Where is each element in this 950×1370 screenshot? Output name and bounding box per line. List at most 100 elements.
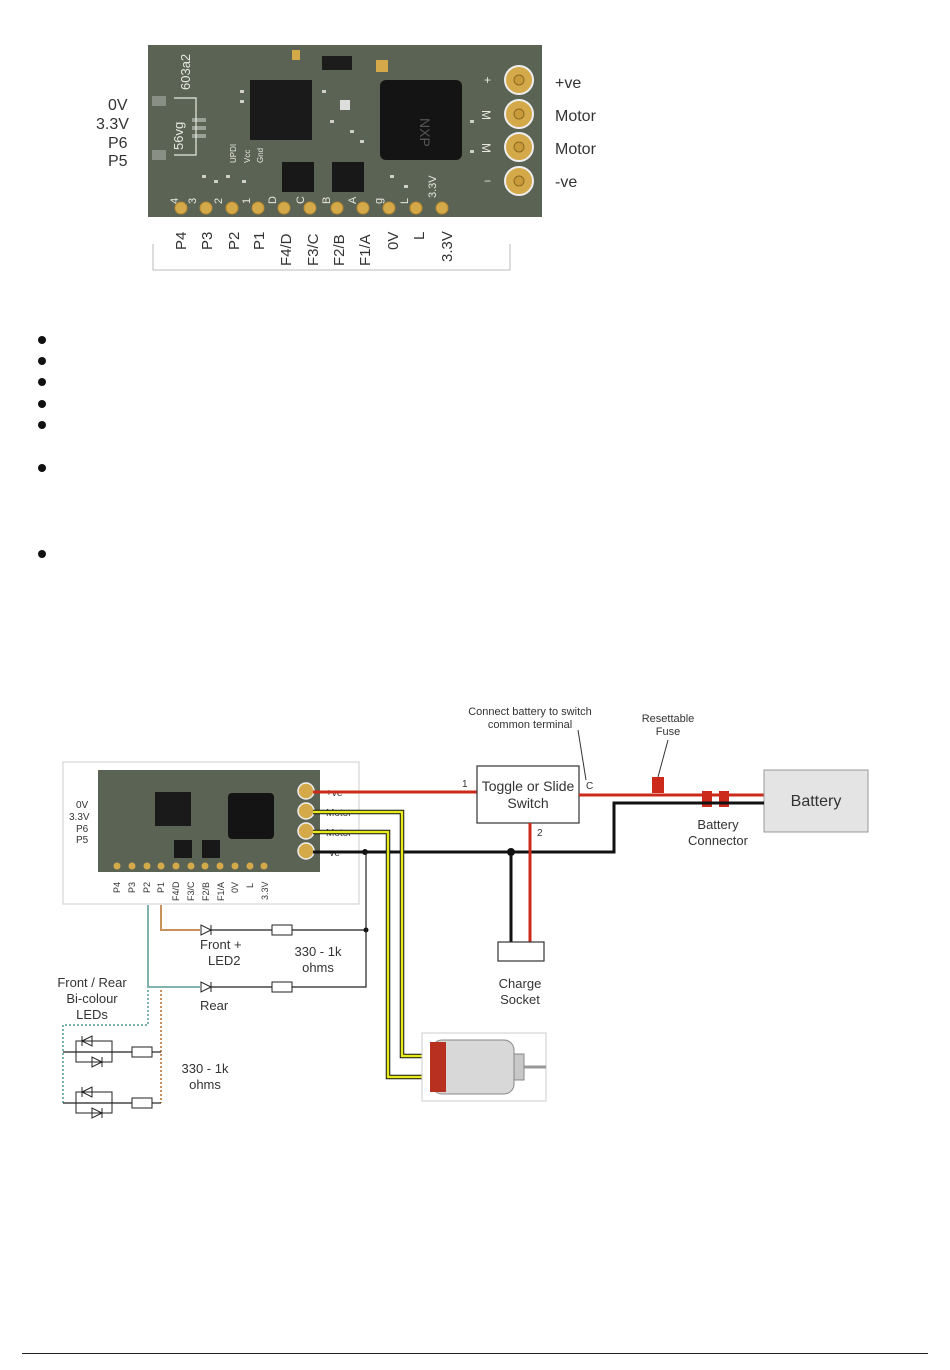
silk-logo: NXP — [417, 118, 433, 147]
svg-text:4: 4 — [169, 198, 181, 204]
svg-text:Vcc: Vcc — [243, 150, 252, 163]
svg-text:0V: 0V — [230, 882, 240, 893]
svg-text:Bi-colour: Bi-colour — [66, 991, 118, 1006]
svg-text:P3: P3 — [199, 232, 216, 250]
motor-label-minus: -ve — [555, 174, 577, 191]
charge-socket — [497, 941, 545, 962]
svg-text:1: 1 — [462, 779, 468, 790]
svg-text:F3/C: F3/C — [186, 881, 196, 901]
svg-text:+: + — [484, 73, 491, 87]
bicolour-led-2 — [63, 1086, 161, 1119]
bullet-7 — [38, 550, 46, 558]
svg-text:ohms: ohms — [189, 1077, 221, 1092]
svg-text:3.3V: 3.3V — [427, 175, 439, 198]
svg-text:1: 1 — [241, 198, 253, 204]
svg-text:P3: P3 — [127, 882, 137, 893]
pad-labels: P4 P3 P2 P1 F4/D F3/C F2/B F1/A 0V L 3.3… — [173, 231, 456, 266]
bullet-2 — [38, 357, 46, 365]
svg-text:Gnd: Gnd — [256, 148, 265, 163]
svg-text:Battery: Battery — [791, 793, 842, 810]
bullet-3 — [38, 378, 46, 386]
svg-text:A: A — [347, 196, 359, 204]
fuse — [652, 777, 664, 793]
svg-text:F4/D: F4/D — [278, 233, 295, 266]
svg-text:UPDI: UPDI — [229, 144, 238, 163]
svg-text:L: L — [399, 198, 411, 204]
svg-text:3.3V: 3.3V — [260, 881, 270, 900]
svg-text:Rear: Rear — [200, 998, 229, 1013]
svg-text:D: D — [267, 196, 279, 204]
svg-text:−: − — [484, 174, 491, 188]
svg-text:0V: 0V — [76, 800, 89, 811]
battery-connector — [702, 791, 712, 807]
svg-text:C: C — [295, 196, 307, 204]
svg-text:P1: P1 — [156, 882, 166, 893]
svg-text:LED2: LED2 — [208, 953, 241, 968]
svg-text:Fuse: Fuse — [656, 726, 680, 738]
svg-text:F1/A: F1/A — [357, 234, 374, 266]
motor-driver-chip — [380, 80, 462, 160]
svg-text:Resettable: Resettable — [642, 713, 695, 725]
svg-text:common terminal: common terminal — [488, 719, 572, 731]
silk-code: 56vg — [171, 122, 186, 150]
svg-text:L: L — [411, 232, 428, 240]
svg-text:M: M — [479, 110, 493, 120]
svg-text:B: B — [321, 197, 333, 204]
svg-text:F4/D: F4/D — [171, 881, 181, 901]
svg-text:Switch: Switch — [507, 795, 548, 811]
footer-rule — [22, 1353, 928, 1354]
svg-text:Toggle or Slide: Toggle or Slide — [482, 778, 575, 794]
bullet-5 — [38, 421, 46, 429]
svg-text:0V: 0V — [385, 232, 402, 250]
wiring-diagram: 0V 3.3V P6 P5 P4 P3 P2 P1 F4/D F3/C F2/B… — [57, 706, 869, 1119]
wire-front-led — [160, 905, 200, 931]
bicolour-led-1 — [63, 1035, 161, 1068]
svg-text:P6: P6 — [76, 824, 89, 835]
svg-text:3.3V: 3.3V — [69, 812, 90, 823]
svg-text:P4: P4 — [173, 232, 190, 250]
main-chip — [250, 80, 312, 140]
board-side-label-0v: 0V — [108, 97, 128, 114]
svg-text:Battery: Battery — [697, 817, 739, 832]
pad-label-box — [152, 244, 511, 271]
bullet-6 — [38, 464, 46, 472]
svg-text:P2: P2 — [142, 882, 152, 893]
svg-text:P2: P2 — [226, 232, 243, 250]
svg-text:330 - 1k: 330 - 1k — [295, 944, 342, 959]
bottom-pads — [174, 201, 449, 215]
motor-pads — [504, 65, 534, 196]
motor-label-plus: +ve — [555, 75, 581, 92]
svg-text:Front / Rear: Front / Rear — [57, 975, 127, 990]
svg-text:P1: P1 — [251, 232, 268, 250]
motor-label-motor-2: Motor — [555, 141, 597, 158]
motor-label-motor-1: Motor — [555, 108, 597, 125]
svg-text:2: 2 — [537, 828, 543, 839]
battery-box — [763, 769, 869, 833]
svg-text:F3/C: F3/C — [305, 233, 322, 266]
bullet-4 — [38, 400, 46, 408]
board-side-label-p6: P6 — [108, 135, 128, 152]
svg-text:LEDs: LEDs — [76, 1007, 108, 1022]
board-side-label-3v3: 3.3V — [96, 116, 129, 133]
svg-text:330 - 1k: 330 - 1k — [182, 1061, 229, 1076]
svg-text:3: 3 — [187, 198, 199, 204]
svg-text:Charge: Charge — [499, 976, 542, 991]
silk-pin-letters: 4 3 2 1 D C B A g L 3.3V — [169, 175, 439, 204]
svg-text:Socket: Socket — [500, 992, 540, 1007]
svg-text:3.3V: 3.3V — [439, 231, 456, 262]
svg-text:L: L — [245, 883, 255, 888]
svg-text:Connector: Connector — [688, 833, 749, 848]
svg-text:ohms: ohms — [302, 960, 334, 975]
svg-text:F1/A: F1/A — [216, 882, 226, 901]
switch-box — [476, 765, 580, 824]
svg-text:g: g — [373, 198, 385, 204]
silk-chip-id: 603a2 — [178, 54, 193, 90]
wire-rear-led — [147, 905, 200, 988]
svg-text:2: 2 — [213, 198, 225, 204]
wire-ground — [313, 801, 764, 854]
svg-text:M: M — [479, 143, 493, 153]
svg-text:Front +: Front + — [200, 937, 242, 952]
svg-text:P4: P4 — [112, 882, 122, 893]
svg-text:F2/B: F2/B — [201, 882, 211, 901]
board-side-label-p5: P5 — [108, 153, 128, 170]
